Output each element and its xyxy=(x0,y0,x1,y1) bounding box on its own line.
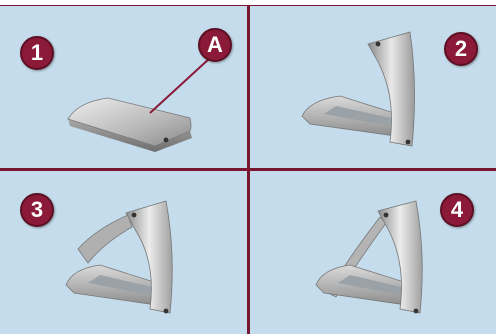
step-number-badge: 3 xyxy=(20,193,54,227)
opened-stand-illustration xyxy=(250,6,496,168)
callout-leader-line xyxy=(150,58,210,113)
hinge-pin-top xyxy=(132,213,137,218)
hinge-pin xyxy=(164,138,169,143)
step-2-panel: 2 xyxy=(250,6,496,168)
step-number-badge: 2 xyxy=(444,32,478,66)
callout-badge-a: A xyxy=(198,28,232,62)
hinge-pin-bottom xyxy=(414,309,419,314)
step-number-badge: 4 xyxy=(440,193,474,227)
step-4-panel: 4 xyxy=(250,171,496,334)
step-number-badge: 1 xyxy=(20,36,54,70)
hinge-pin-top xyxy=(384,213,389,218)
hinge-pin-top xyxy=(376,42,381,47)
hinge-pin-bottom xyxy=(164,309,169,314)
hinge-pin-bottom xyxy=(406,140,411,145)
step-1-panel: 1 A xyxy=(0,6,247,168)
step-3-panel: 3 xyxy=(0,171,247,334)
support-leg xyxy=(78,215,132,263)
